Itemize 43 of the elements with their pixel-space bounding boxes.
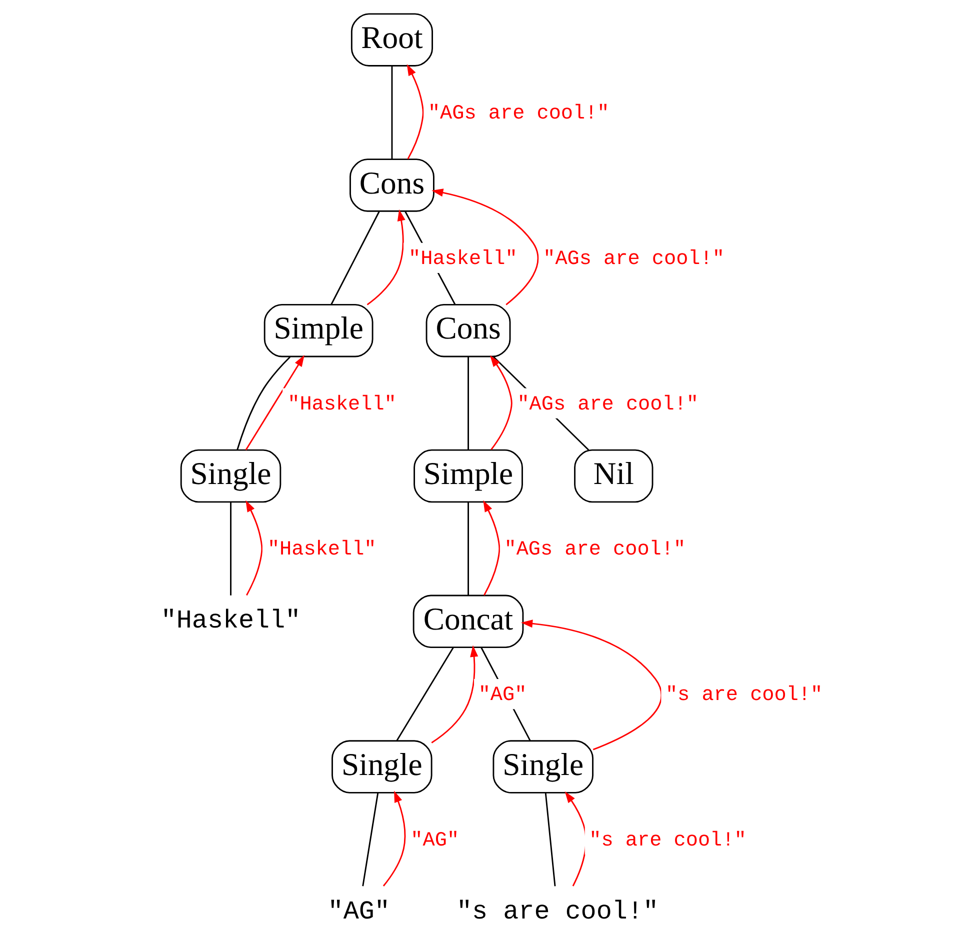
arrow [430, 645, 478, 744]
edge-label: "Haskell" [408, 248, 517, 271]
node-box: Single [331, 740, 432, 794]
edge-label: "AGs are cool!" [504, 538, 686, 562]
arrow [382, 790, 406, 886]
node-box: Cons [425, 304, 510, 358]
node-box: Root [350, 13, 432, 66]
connector [396, 647, 454, 742]
arrow [520, 620, 662, 750]
edge-label: "AG" [410, 829, 459, 852]
arrow [406, 64, 424, 160]
node-text: "Haskell" [160, 606, 300, 636]
arrow [482, 500, 500, 596]
edge-label: "s are cool!" [664, 684, 822, 708]
node-box: Cons [349, 158, 434, 212]
node-box: Nil [574, 449, 653, 503]
edge-label: "s are cool!" [588, 829, 746, 852]
node-box: Simple [413, 449, 522, 503]
connector [330, 211, 380, 305]
node-box: Single [492, 740, 593, 794]
node-text: "s are cool!" [456, 896, 658, 926]
arrow [366, 209, 405, 306]
arrow [431, 188, 538, 306]
edge-label: "Haskell" [287, 393, 396, 416]
edge-label: "AGs are cool!" [542, 248, 724, 271]
node-text: "AG" [327, 896, 390, 926]
connector [236, 356, 290, 450]
node-box: Simple [263, 304, 373, 358]
connector [362, 792, 378, 886]
connector [390, 66, 392, 160]
node-box: Concat [412, 594, 524, 648]
edge-label: "AG" [478, 684, 526, 708]
connector [544, 792, 556, 886]
node-box: Single [180, 449, 281, 503]
edge-label: "AGs are cool!" [427, 102, 609, 126]
connector [467, 356, 468, 450]
connector [230, 502, 231, 596]
edge-label: "AGs are cool!" [516, 393, 698, 416]
arrow [244, 355, 304, 450]
arrow [245, 500, 262, 596]
edge-label: "Haskell" [266, 538, 376, 562]
arrow [489, 355, 512, 450]
connector [467, 502, 468, 596]
